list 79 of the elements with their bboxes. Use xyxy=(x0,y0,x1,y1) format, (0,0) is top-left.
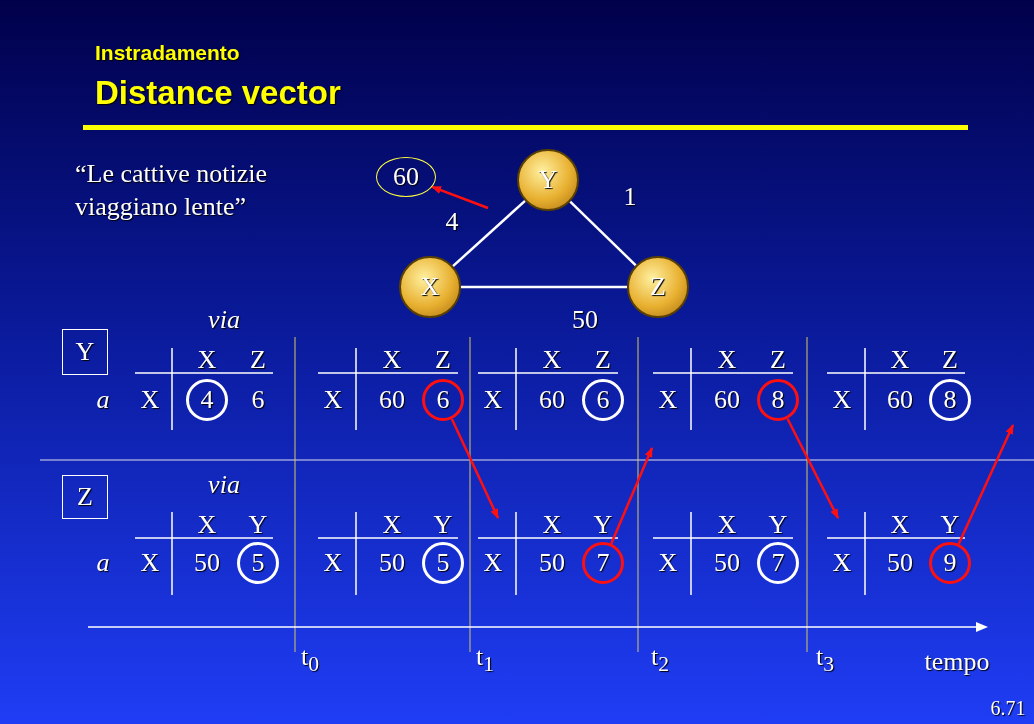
row-label: X xyxy=(483,387,503,413)
router-node: Y xyxy=(517,149,579,211)
column-header: Y xyxy=(940,512,960,538)
row-label: X xyxy=(140,550,160,576)
column-header: Z xyxy=(595,347,611,373)
column-header: Y xyxy=(593,512,613,538)
row-label: X xyxy=(832,550,852,576)
edge-label: 1 xyxy=(623,184,637,210)
slide-title: Distance vector xyxy=(95,76,341,109)
cell-value: 60 xyxy=(714,387,740,413)
cell-value: 60 xyxy=(887,387,913,413)
row-label: X xyxy=(140,387,160,413)
circled-value: 5 xyxy=(422,542,464,584)
router-node: X xyxy=(399,256,461,318)
arrow xyxy=(450,418,500,519)
column-header: X xyxy=(197,347,217,373)
edge-label: 4 xyxy=(445,209,459,235)
row-label: X xyxy=(658,550,678,576)
table-tag: Z xyxy=(62,475,108,519)
time-label: t$_{3}$ xyxy=(815,644,835,676)
column-header: Y xyxy=(433,512,453,538)
circled-value: 8 xyxy=(929,379,971,421)
circled-value: 6 xyxy=(582,379,624,421)
section-heading: Instradamento xyxy=(95,42,240,63)
cell-value: 50 xyxy=(714,550,740,576)
link-line xyxy=(461,285,627,289)
arrow xyxy=(610,447,654,545)
column-header: Y xyxy=(768,512,788,538)
circled-value: 5 xyxy=(237,542,279,584)
column-header: X xyxy=(890,512,910,538)
edge-label: 50 xyxy=(572,307,598,333)
circled-value: 6 xyxy=(422,379,464,421)
axis-label: via xyxy=(208,472,240,498)
column-header: Z xyxy=(942,347,958,373)
row-label: X xyxy=(658,387,678,413)
link-line xyxy=(452,199,526,268)
axis-label: tempo xyxy=(924,649,990,675)
circled-value: 7 xyxy=(582,542,624,584)
column-header: X xyxy=(542,512,562,538)
cell-value: 6 xyxy=(251,387,265,413)
circled-value: 8 xyxy=(757,379,799,421)
axis-label: a xyxy=(96,387,110,413)
axis-label: a xyxy=(96,550,110,576)
column-header: X xyxy=(382,347,402,373)
quote-text: “Le cattive notizie viaggiano lente” xyxy=(75,158,268,223)
column-header: X xyxy=(890,347,910,373)
column-header: Z xyxy=(435,347,451,373)
column-header: X xyxy=(382,512,402,538)
time-label: t$_{0}$ xyxy=(300,644,320,676)
circled-value: 9 xyxy=(929,542,971,584)
cell-value: 50 xyxy=(379,550,405,576)
column-header: Z xyxy=(250,347,266,373)
row-label: X xyxy=(832,387,852,413)
column-header: X xyxy=(542,347,562,373)
page-number: 6.71 xyxy=(990,698,1026,718)
cell-value: 50 xyxy=(887,550,913,576)
column-header: X xyxy=(717,512,737,538)
column-header: X xyxy=(717,347,737,373)
arrow xyxy=(786,418,840,519)
arrow xyxy=(431,185,489,210)
axis-label: via xyxy=(208,307,240,333)
column-header: Y xyxy=(248,512,268,538)
circled-value: 7 xyxy=(757,542,799,584)
time-label: t$_{2}$ xyxy=(650,644,670,676)
time-label: t$_{1}$ xyxy=(475,644,495,676)
cell-value: 60 xyxy=(379,387,405,413)
arrow xyxy=(957,424,1015,545)
link-line xyxy=(569,200,637,267)
column-header: X xyxy=(197,512,217,538)
row-label: X xyxy=(323,387,343,413)
circled-value: 4 xyxy=(186,379,228,421)
row-label: X xyxy=(483,550,503,576)
cell-value: 50 xyxy=(539,550,565,576)
column-header: Z xyxy=(770,347,786,373)
cell-value: 60 xyxy=(539,387,565,413)
table-tag: Y xyxy=(62,329,108,375)
cell-value: 50 xyxy=(194,550,220,576)
row-label: X xyxy=(323,550,343,576)
router-node: Z xyxy=(627,256,689,318)
